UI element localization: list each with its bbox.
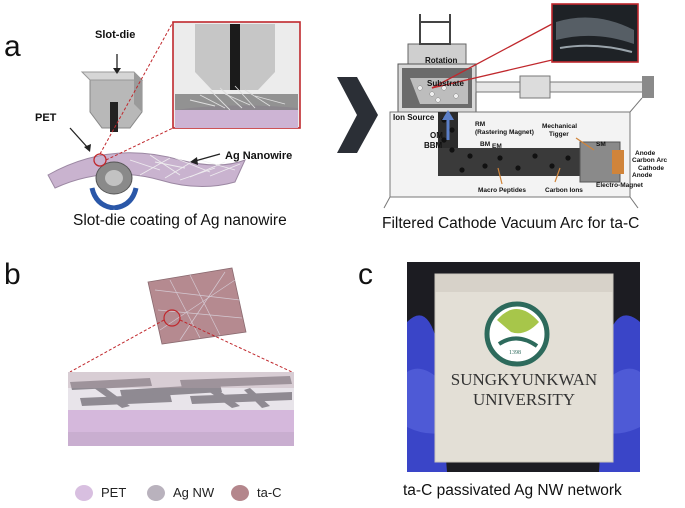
label-carbon-ions: Carbon Ions xyxy=(545,187,583,194)
legend-dot-pet xyxy=(75,485,93,501)
sample-photo-drawing xyxy=(407,273,640,472)
legend-dot-ta-c xyxy=(231,485,249,501)
caption-ta-c-passivated: ta-C passivated Ag NW network xyxy=(403,482,622,499)
caption-fcva: Filtered Cathode Vacuum Arc for ta-C xyxy=(382,215,640,232)
legend-item-pet: PET xyxy=(75,484,145,502)
label-substrate: Substrate xyxy=(427,79,464,88)
logo-line2: UNIVERSITY xyxy=(473,390,575,409)
label-ion-source: Ion Source xyxy=(393,113,435,122)
legend-label-ta-c: ta-C xyxy=(257,485,282,500)
label-bbm: BBM xyxy=(424,141,443,150)
process-arrow xyxy=(337,77,378,153)
label-ag-nanowire: Ag Nanowire xyxy=(225,150,293,162)
sample-photo: 1398 SUNGKYUNKWAN UNIVERSITY xyxy=(407,262,640,472)
legend-item-ag-nw: Ag NW xyxy=(147,484,237,502)
legend: PET Ag NW ta-C xyxy=(75,484,375,502)
label-em: EM xyxy=(492,143,502,150)
label-rastering-magnet: (Rastering Magnet) xyxy=(475,129,534,136)
legend-label-pet: PET xyxy=(101,485,127,500)
label-carbon-arc: Carbon Arc xyxy=(632,157,668,164)
label-om: OM xyxy=(430,131,443,140)
panel-letter-c: c xyxy=(358,258,373,291)
label-rm: RM xyxy=(475,121,486,128)
film-structure-illustration xyxy=(68,267,294,446)
caption-slot-die-coating: Slot-die coating of Ag nanowire xyxy=(73,212,287,229)
fcva-apparatus xyxy=(383,3,654,209)
label-bm: BM xyxy=(480,141,491,148)
label-cathode: Cathode xyxy=(638,165,664,172)
legend-item-ta-c: ta-C xyxy=(231,484,311,502)
logo-year: 1398 xyxy=(509,350,521,356)
label-slot-die: Slot-die xyxy=(95,29,136,41)
label-pet: PET xyxy=(35,112,57,124)
logo-line1: SUNGKYUNKWAN xyxy=(450,370,598,389)
panel-letter-a: a xyxy=(4,30,21,63)
label-mechanical: Mechanical xyxy=(542,123,578,130)
label-anode-bottom: Anode xyxy=(632,172,653,179)
label-electro-magnet: Electro-Magnet xyxy=(596,182,643,189)
panel-letter-b: b xyxy=(4,258,21,291)
legend-label-ag-nw: Ag NW xyxy=(173,485,215,500)
slot-die-illustration xyxy=(47,21,301,210)
legend-dot-ag-nw xyxy=(147,485,165,501)
label-sm: SM xyxy=(596,141,606,148)
label-rotation: Rotation xyxy=(425,56,458,65)
label-tigger: Tigger xyxy=(549,131,569,138)
label-anode-top: Anode xyxy=(635,150,656,157)
label-macro-peptides: Macro Peptides xyxy=(478,187,527,194)
